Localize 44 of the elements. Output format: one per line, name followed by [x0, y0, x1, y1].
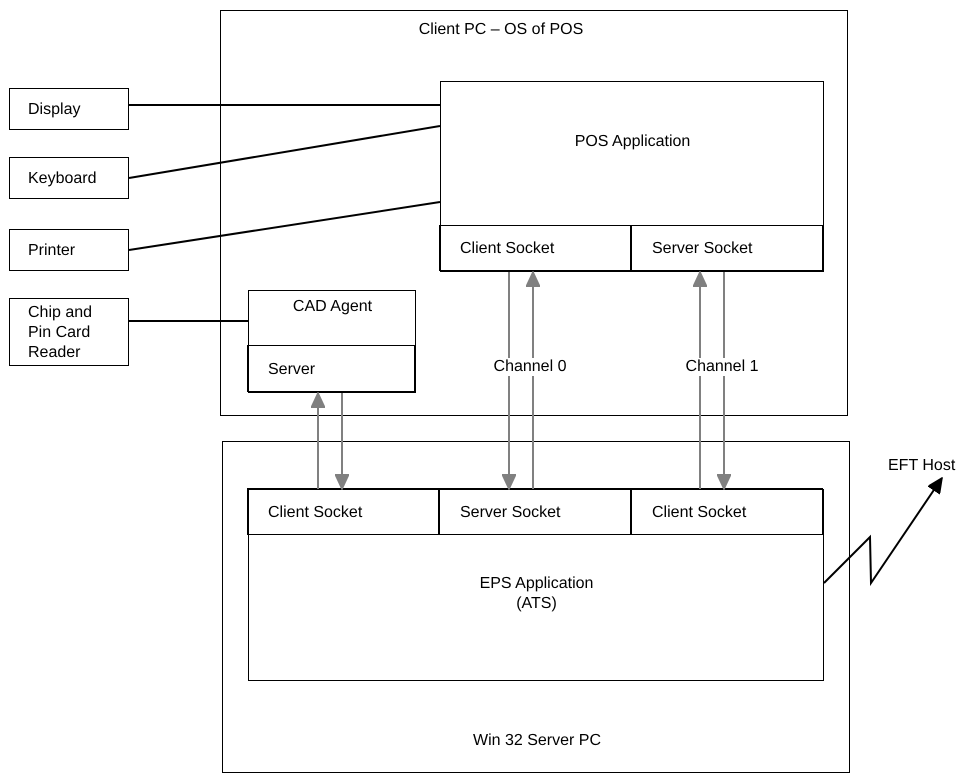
device-box	[9, 88, 129, 130]
connector-line	[128, 125, 440, 179]
socket-box	[439, 488, 631, 535]
box-label: CAD Agent	[292, 296, 372, 316]
connector-line	[128, 201, 440, 251]
box-label: Server	[268, 360, 316, 380]
server-box	[247, 345, 415, 392]
box-label: Client Socket	[268, 502, 362, 522]
host-label: EFT Host	[888, 456, 956, 476]
arrow	[525, 271, 541, 489]
arrow	[310, 392, 326, 489]
box-label: Server Socket	[460, 502, 560, 522]
box-label: POS Application	[574, 132, 690, 152]
device-box	[9, 157, 129, 199]
agent-box	[248, 290, 416, 392]
arrow	[692, 271, 708, 489]
application-box	[440, 80, 824, 272]
socket-box	[439, 225, 631, 271]
connector-line	[129, 104, 440, 106]
arrow	[716, 272, 732, 490]
box-label: EPS Application (ATS)	[478, 574, 594, 614]
arrow	[334, 393, 350, 490]
socket-box	[631, 488, 823, 535]
computer-boundary-box	[220, 10, 848, 416]
box-label: Server Socket	[652, 239, 752, 259]
edge-label: Channel 0	[492, 358, 568, 376]
box-label: Chip and Pin Card Reader	[28, 303, 94, 363]
arrow	[501, 272, 517, 490]
box-label: Win 32 Server PC	[472, 731, 602, 751]
box-label: Client PC – OS of POS	[418, 20, 584, 40]
connector-line	[129, 320, 248, 322]
box-label: Keyboard	[28, 169, 96, 189]
box-label: Printer	[28, 241, 76, 261]
arrow	[823, 477, 943, 586]
edge-label: Channel 1	[684, 358, 760, 376]
box-label: Client Socket	[652, 502, 746, 522]
box-label: Display	[28, 100, 80, 120]
application-box	[248, 488, 824, 680]
device-box	[9, 229, 129, 271]
device-box	[9, 298, 129, 366]
computer-boundary-box	[222, 441, 850, 773]
box-label: Client Socket	[460, 239, 554, 259]
socket-box	[247, 488, 439, 535]
socket-box	[631, 225, 823, 271]
